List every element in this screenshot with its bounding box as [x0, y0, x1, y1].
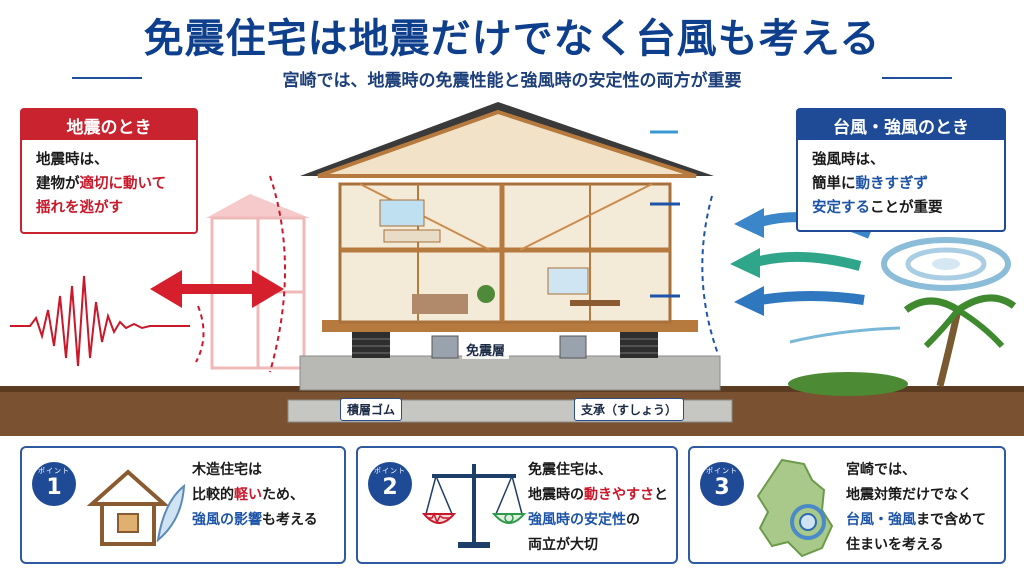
plant-icon	[477, 285, 495, 303]
point-2-line-4: 両立が大切	[528, 537, 598, 553]
quake-line-2-pre: 建物が	[36, 176, 80, 192]
subtitle-rule-right	[882, 77, 952, 79]
point-card-2: ポイント 2 免震住宅は、 地震時の動きやすさと 強風時の安定性の 両立が大切	[356, 446, 678, 564]
point-badge-number-1: 1	[46, 475, 62, 500]
page-title: 免震住宅は地震だけでなく台風も考える	[143, 16, 881, 62]
miyazaki-map-icon	[756, 458, 834, 558]
point-2-line-2: 地震時の動きやすさと	[528, 483, 668, 508]
subtitle-bar: 宮崎では、地震時の免震性能と強風時の安定性の両方が重要	[72, 66, 952, 91]
wind-arc	[701, 195, 719, 355]
bushes	[788, 372, 908, 396]
subtitle-rule-left	[72, 77, 142, 79]
point-badge-number-3: 3	[714, 475, 730, 500]
bearing-label: 支承（すしょう）	[574, 398, 685, 421]
house-feather-icon	[86, 469, 186, 546]
point-1-line-3-em: 強風の影響	[192, 512, 262, 528]
window-icon	[379, 199, 425, 227]
point-text-1: 木造住宅は 比較的軽いため、 強風の影響も考える	[192, 458, 318, 533]
subtitle: 宮崎では、地震時の免震性能と強風時の安定性の両方が重要	[282, 71, 742, 91]
earthquake-panel-heading: 地震のとき	[22, 110, 196, 140]
point-1-line-2-post: ため、	[262, 487, 304, 503]
wind-panel: 台風・強風のとき 強風時は、 簡単に動きすぎず 安定することが重要	[796, 108, 1006, 232]
balance-scale-icon	[422, 464, 526, 548]
point-2-line-3-post: の	[626, 512, 640, 528]
quake-line-2-em: 適切に動いて	[79, 176, 167, 192]
wind-line-3: 安定することが重要	[812, 196, 990, 220]
point-3-line-2: 地震対策だけでなく	[846, 487, 972, 503]
vibration-arc-small	[195, 305, 205, 363]
point-badge-3: ポイント 3	[700, 462, 744, 506]
point-3-line-3-em: 台風・強風	[846, 512, 916, 528]
point-badge-number-2: 2	[382, 475, 398, 500]
point-2-line-2-em: 動きやすさ	[584, 487, 654, 503]
point-card-1: ポイント 1 木造住宅は 比較的軽いため、 強風の影響も考える	[20, 446, 346, 564]
wind-line-2-pre: 簡単に	[812, 176, 856, 192]
point-1-line-2-pre: 比較的	[192, 487, 234, 503]
wind-line-3-post: ことが重要	[870, 200, 943, 216]
point-2-line-2-pre: 地震時の	[528, 487, 584, 503]
point-1-line-3-post: も考える	[262, 512, 318, 528]
typhoon-icon	[881, 237, 1011, 291]
point-text-2: 免震住宅は、 地震時の動きやすさと 強風時の安定性の 両立が大切	[528, 458, 668, 558]
wind-line-2: 簡単に動きすぎず	[812, 172, 990, 196]
slider-bearing-2	[559, 335, 587, 359]
wooden-house	[300, 102, 714, 332]
bed-icon	[383, 229, 441, 243]
point-badge-label-2: ポイント	[374, 467, 406, 475]
point-2-line-3: 強風時の安定性の	[528, 508, 668, 533]
quake-line-2: 建物が適切に動いて	[36, 172, 182, 196]
quake-line-1: 地震時は、	[36, 152, 109, 168]
quake-line-3: 揺れを逃がす	[36, 200, 123, 216]
table-icon	[570, 300, 620, 306]
point-badge-2: ポイント 2	[368, 462, 412, 506]
point-2-line-2-post: と	[654, 487, 668, 503]
point-1-line-1: 木造住宅は	[192, 462, 262, 478]
point-1-line-2: 比較的軽いため、	[192, 483, 318, 508]
point-card-3: ポイント 3 宮崎では、 地震対策だけでなく 台風・強風まで含めて 住まいを考え…	[688, 446, 1006, 564]
rubber-bearing-right	[620, 332, 658, 358]
earthquake-panel-body: 地震時は、 建物が適切に動いて 揺れを逃がす	[22, 140, 196, 228]
slider-bearing-1	[431, 335, 459, 359]
point-1-line-3: 強風の影響も考える	[192, 508, 318, 533]
point-badge-label-3: ポイント	[706, 467, 738, 475]
point-2-line-3-em: 強風時の安定性	[528, 512, 626, 528]
point-badge-label-1: ポイント	[38, 467, 70, 475]
point-3-line-1: 宮崎では、	[846, 462, 916, 478]
wind-line-3-em: 安定する	[812, 200, 870, 216]
palm-tree-icon	[903, 294, 1017, 387]
shake-arrow-icon	[150, 270, 284, 308]
point-3-line-3-post: まで含めて	[916, 512, 986, 528]
point-badge-1: ポイント 1	[32, 462, 76, 506]
point-2-line-1: 免震住宅は、	[528, 462, 612, 478]
wind-stability-arrows	[650, 130, 680, 298]
point-3-line-3: 台風・強風まで含めて	[846, 508, 986, 533]
isolation-layer-label: 免震層	[462, 340, 510, 359]
wind-panel-heading: 台風・強風のとき	[798, 110, 1004, 140]
vibration-arc	[269, 175, 286, 373]
rubber-bearing-label: 積層ゴム	[340, 398, 403, 421]
point-1-line-2-em: 軽い	[234, 487, 262, 503]
seismic-wave-icon	[10, 275, 190, 367]
wind-line-2-em: 動きすぎず	[855, 176, 929, 192]
point-3-line-4: 住まいを考える	[846, 537, 944, 553]
earthquake-panel: 地震のとき 地震時は、 建物が適切に動いて 揺れを逃がす	[20, 108, 198, 234]
concrete-foundation	[299, 355, 721, 391]
wind-line-1: 強風時は、	[812, 152, 885, 168]
rubber-bearing-left	[352, 332, 390, 358]
sofa-icon	[412, 294, 468, 314]
wind-panel-body: 強風時は、 簡単に動きすぎず 安定することが重要	[798, 140, 1004, 228]
point-text-3: 宮崎では、 地震対策だけでなく 台風・強風まで含めて 住まいを考える	[846, 458, 986, 558]
